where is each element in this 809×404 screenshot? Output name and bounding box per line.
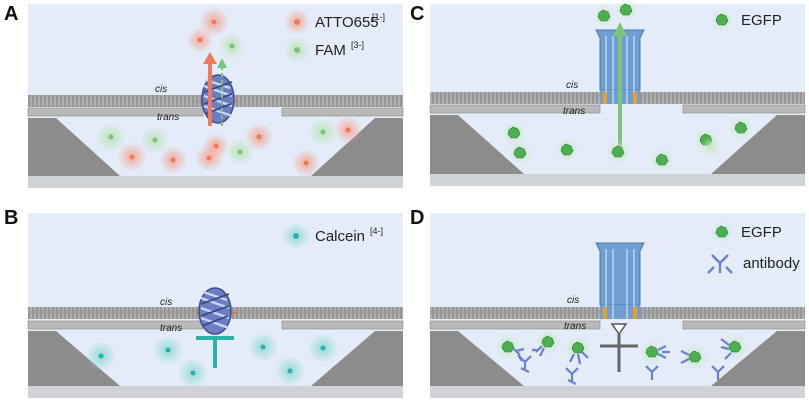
legend-fam: FAM [315, 42, 346, 59]
fam-icon [294, 47, 300, 53]
legend-egfp: EGFP [741, 12, 782, 29]
legend-fam-sup: [3-] [351, 40, 364, 50]
legend-c: EGFP [711, 9, 782, 31]
legend-calcein-sup: [4-] [370, 226, 383, 236]
trans-chamber [27, 107, 404, 188]
legend-atto655: ATTO655 [315, 14, 379, 31]
legend-calcein: Calcein [315, 228, 365, 245]
egfp-icon [711, 9, 733, 31]
nanopore-channel [595, 242, 645, 319]
blocked-symbol [600, 323, 638, 372]
calcein-icon [293, 233, 299, 239]
panel-a: cis trans [4, 3, 404, 188]
panel-label-c: C [410, 3, 424, 25]
atto655-icon [294, 19, 300, 25]
cis-label: cis [160, 297, 172, 308]
legend-egfp: EGFP [741, 224, 782, 241]
trans-chamber [429, 104, 806, 186]
trans-molecules [96, 116, 362, 177]
antibody-icon [707, 254, 733, 274]
cis-label: cis [155, 84, 167, 95]
calcein-molecules [86, 332, 338, 388]
blocked-symbol [196, 336, 234, 368]
panel-label-b: B [4, 207, 18, 229]
translocation-arrow [613, 22, 627, 150]
panel-d: cis trans [410, 207, 806, 398]
egfp-molecules [502, 0, 753, 172]
trans-label: trans [564, 321, 586, 332]
egfp-antibody-complexes [495, 329, 748, 385]
cis-label: cis [567, 295, 579, 306]
legend-atto655-sup: [1-] [372, 12, 385, 22]
legend-b: Calcein [4-] [282, 222, 383, 250]
trans-label: trans [563, 106, 585, 117]
cis-molecules [187, 7, 245, 59]
panel-c: cis trans [410, 0, 806, 186]
legend-d: EGFP antibody [707, 221, 800, 274]
panel-label-d: D [410, 207, 424, 229]
panel-label-a: A [4, 3, 18, 25]
trans-label: trans [157, 112, 179, 123]
legend-antibody: antibody [743, 255, 800, 272]
dna-origami-pore [197, 287, 237, 335]
panel-b: cis trans Calcein [4-] B [4, 207, 404, 398]
translocation-arrows [203, 52, 227, 126]
trans-chamber [27, 320, 404, 398]
trans-chamber [429, 320, 806, 398]
cis-label: cis [566, 80, 578, 91]
trans-label: trans [160, 323, 182, 334]
egfp-icon [711, 221, 733, 243]
legend-a: ATTO655 [1-] FAM [3-] [284, 9, 385, 63]
